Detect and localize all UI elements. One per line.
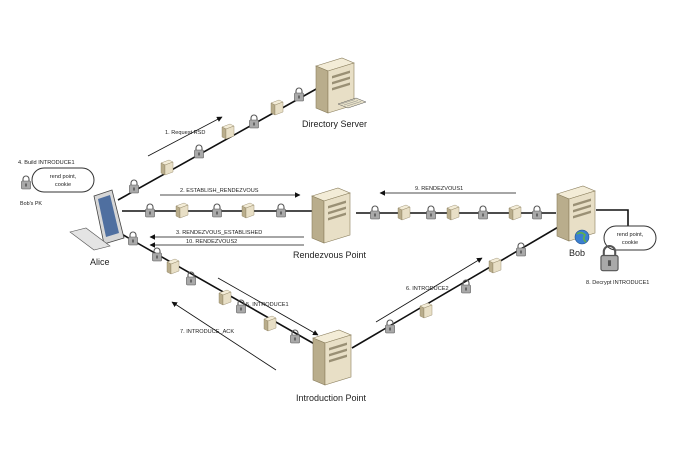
introduction-point-label: Introduction Point: [296, 393, 367, 403]
step-1-label: 1. Request RSD: [165, 130, 205, 136]
relay-icon: [488, 257, 502, 274]
svg-text:cookie: cookie: [622, 240, 638, 246]
server-icon: [556, 185, 596, 242]
step-10-label: 10. RENDEZVOUS2: [186, 239, 237, 245]
lock-icon: [127, 231, 139, 246]
server-icon: [312, 329, 352, 386]
lock-icon: [275, 203, 287, 218]
directory-server: [315, 57, 367, 114]
lock-icon: [599, 244, 620, 272]
lock-icon: [128, 179, 140, 194]
step-7-label: 7. INTRODUCE_ACK: [180, 329, 234, 335]
bob-server: [556, 185, 596, 245]
relay-icon: [221, 123, 235, 140]
step-3-label: 3. RENDEZVOUS_ESTABLISHED: [176, 230, 262, 236]
relay-icon: [175, 202, 189, 219]
svg-text:rend point,: rend point,: [50, 174, 77, 180]
lock-icon: [293, 87, 305, 102]
relay-icon: [446, 204, 460, 221]
relay-icon: [241, 202, 255, 219]
alice-computer: [69, 189, 125, 251]
node-labels: Directory Server Rendezvous Point Introd…: [90, 119, 585, 403]
lock-icon: [384, 319, 396, 334]
server-icon: [311, 187, 351, 244]
lock-icon: [20, 175, 32, 190]
step-9-label: 9. RENDEZVOUS1: [415, 186, 463, 192]
relay-icon: [397, 204, 411, 221]
relay-icon: [270, 99, 284, 116]
rendezvous-point-label: Rendezvous Point: [293, 250, 367, 260]
lock-icon: [144, 203, 156, 218]
lock-icon: [193, 144, 205, 159]
bob-note: rend point, cookie: [599, 225, 657, 272]
alice-note: rend point, cookie Bob's PK: [20, 167, 95, 207]
lock-icon: [211, 203, 223, 218]
step-4-label: 4. Build INTRODUCE1: [18, 160, 75, 166]
relay-icon: [508, 204, 522, 221]
relay-icon: [263, 315, 277, 332]
step-5-label: 5. INTRODUCE1: [246, 302, 289, 308]
arrows: [147, 116, 516, 371]
lock-icon: [151, 247, 163, 262]
step-labels: 1. Request RSD 2. ESTABLISH_RENDEZVOUS 3…: [18, 130, 649, 335]
relay-icon: [419, 302, 433, 319]
step-6-label: 6. INTRODUCE2: [406, 286, 449, 292]
introduction-point-server: [312, 329, 352, 386]
directory-server-label: Directory Server: [302, 119, 367, 129]
svg-text:Bob's PK: Bob's PK: [20, 201, 42, 207]
globe-icon: [574, 229, 590, 245]
lock-icon: [515, 242, 527, 257]
lock-icon: [531, 205, 543, 220]
lock-icon: [369, 205, 381, 220]
alice-label: Alice: [90, 257, 110, 267]
relay-icon: [218, 289, 232, 306]
step-2-label: 2. ESTABLISH_RENDEZVOUS: [180, 188, 259, 194]
relay-icon: [160, 159, 174, 176]
step-8-label: 8. Decrypt INTRODUCE1: [586, 280, 649, 286]
relay-icon: [166, 258, 180, 275]
keyboard-icon: [69, 227, 111, 251]
bob-label: Bob: [569, 248, 585, 258]
lock-icon: [477, 205, 489, 220]
rendezvous-point-server: [311, 187, 351, 244]
svg-text:cookie: cookie: [55, 182, 71, 188]
lock-icon: [425, 205, 437, 220]
lock-icon: [248, 114, 260, 129]
svg-text:rend point,: rend point,: [617, 232, 644, 238]
lock-icon: [289, 329, 301, 344]
